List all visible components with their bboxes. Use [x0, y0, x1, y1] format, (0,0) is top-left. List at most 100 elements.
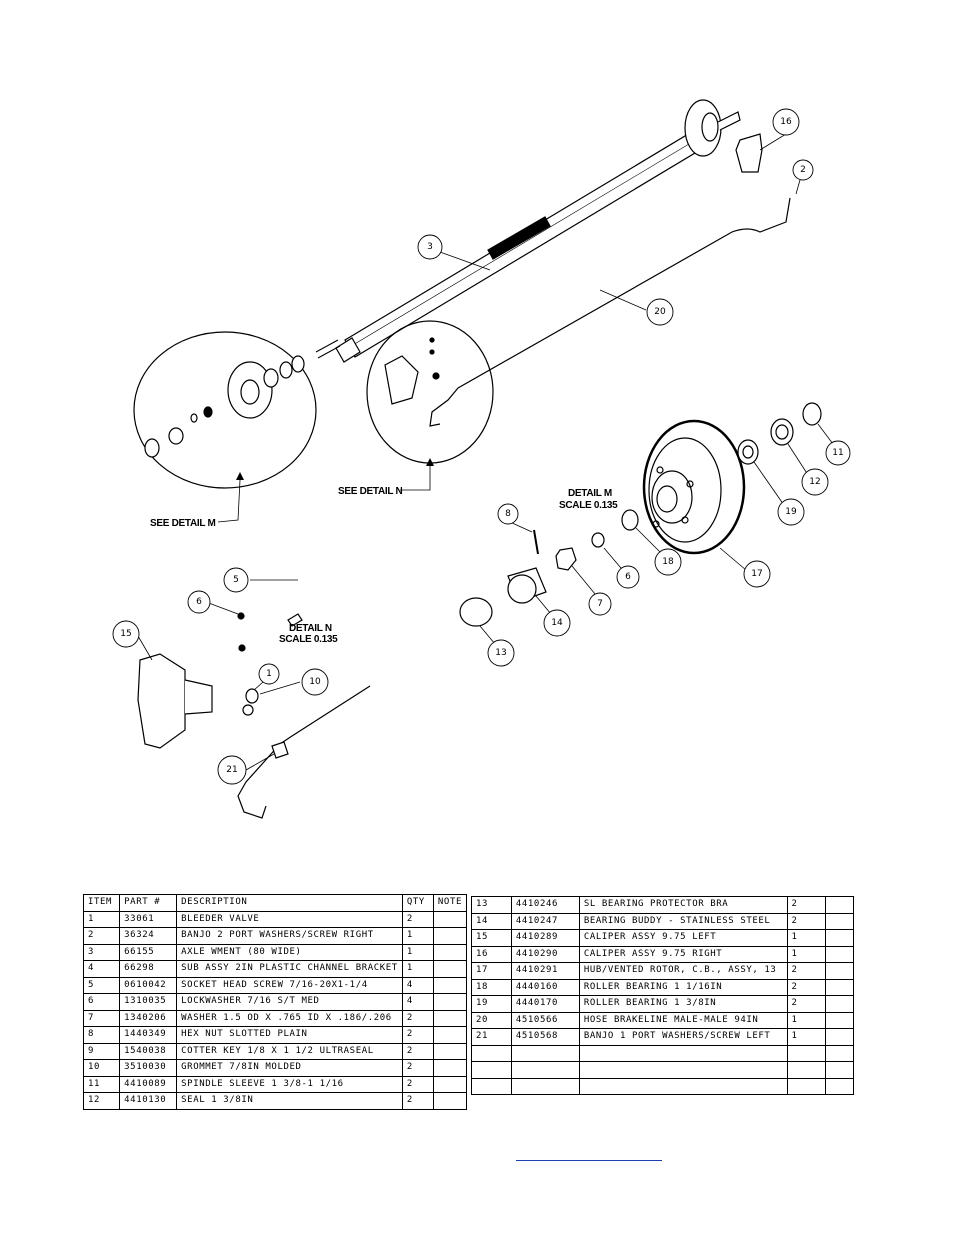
- callout-15: 15: [120, 629, 131, 639]
- cell-part: 3510030: [119, 1059, 178, 1077]
- see-detail-m-label: SEE DETAIL M: [150, 518, 215, 529]
- callout-bubble-13: [487, 639, 515, 667]
- cell-description: BEARING BUDDY - STAINLESS STEEL: [578, 912, 788, 930]
- cell-part: 4510566: [510, 1011, 580, 1029]
- cell-item: 1: [82, 910, 121, 928]
- cell-part: 66298: [119, 960, 178, 978]
- cell-note: [432, 1026, 468, 1044]
- cell-qty: 1: [786, 1028, 827, 1046]
- cell-description: HOSE BRAKELINE MALE-MALE 94IN: [578, 1011, 788, 1029]
- cell-part: [510, 1044, 580, 1062]
- cell-qty: 2: [401, 1042, 434, 1060]
- cell-item: 4: [82, 960, 121, 978]
- callout-bubble-16: [772, 108, 800, 136]
- header-item: ITEM: [82, 894, 121, 912]
- cell-note: [432, 927, 468, 945]
- protector-13: [459, 597, 493, 627]
- callout-bubble-18: [654, 548, 682, 576]
- cell-description: SUB ASSY 2IN PLASTIC CHANNEL BRACKET: [176, 960, 403, 978]
- cell-item: 6: [82, 993, 121, 1011]
- callout-11: 11: [832, 448, 843, 458]
- cell-description: AXLE WMENT (80 WIDE): [176, 943, 403, 961]
- cell-item: 16: [471, 945, 512, 963]
- cell-qty: [786, 1061, 827, 1079]
- cell-qty: 1: [786, 1011, 827, 1029]
- cell-qty: 2: [786, 912, 827, 930]
- see-detail-n-label: SEE DETAIL N: [338, 486, 402, 497]
- cell-part: 4410247: [510, 912, 580, 930]
- cell-note: [432, 943, 468, 961]
- cell-qty: 1: [786, 945, 827, 963]
- cell-note: [432, 1075, 468, 1093]
- callout-bubble-9: [497, 503, 519, 525]
- cell-note: [432, 960, 468, 978]
- cell-item: 14: [471, 912, 512, 930]
- cell-note: [825, 962, 854, 980]
- callout-bubble-19: [777, 498, 805, 526]
- callout-3: 3: [427, 242, 433, 252]
- cell-qty: [786, 1044, 827, 1062]
- header-qty: QTY: [401, 894, 434, 912]
- callout-2: 2: [800, 165, 806, 175]
- cell-part: 4510568: [510, 1028, 580, 1046]
- callout-bubble-5: [223, 567, 249, 593]
- callout-7: 6: [625, 572, 631, 582]
- callout-bubble-17: [743, 560, 771, 588]
- cell-part: 66155: [119, 943, 178, 961]
- callout-1: 1: [266, 669, 272, 679]
- cell-qty: 4: [401, 993, 434, 1011]
- callout-bubble-8: [588, 592, 612, 616]
- cell-note: [432, 1059, 468, 1077]
- cell-description: ROLLER BEARING 1 1/16IN: [578, 978, 788, 996]
- cell-item: 17: [471, 962, 512, 980]
- exploded-parts-drawing: 3 16 2 20 11 12 19 17 18 6 7 14 13 8 5 6…: [112, 99, 851, 819]
- cell-note: [825, 1077, 854, 1095]
- cell-description: CALIPER ASSY 9.75 RIGHT: [578, 945, 788, 963]
- callout-5: 5: [233, 575, 239, 585]
- cell-item: 3: [82, 943, 121, 961]
- cell-item: 9: [82, 1042, 121, 1060]
- cell-qty: 2: [401, 1009, 434, 1027]
- cell-description: [578, 1044, 788, 1062]
- detail-n-parts: [384, 337, 440, 405]
- cell-note: [432, 1042, 468, 1060]
- cell-part: 33061: [119, 910, 178, 928]
- hex-nut-8: [555, 547, 577, 571]
- callout-21: 21: [226, 765, 237, 775]
- brake-line: [429, 197, 791, 427]
- cell-item: 7: [82, 1009, 121, 1027]
- callout-14: 14: [551, 618, 563, 628]
- cell-description: SOCKET HEAD SCREW 7/16-20X1-1/4: [176, 976, 403, 994]
- cell-note: [825, 1011, 854, 1029]
- cell-description: HEX NUT SLOTTED PLAIN: [176, 1026, 403, 1044]
- cell-note: [432, 1092, 468, 1110]
- cell-item: 12: [82, 1092, 121, 1110]
- callout-bubble-10: [301, 668, 329, 696]
- cell-part: 4410291: [510, 962, 580, 980]
- callout-bubble-12: [801, 468, 829, 496]
- cell-description: COTTER KEY 1/8 X 1 1/2 ULTRASEAL: [176, 1042, 403, 1060]
- callout-17: 17: [751, 569, 762, 579]
- cell-qty: 2: [786, 962, 827, 980]
- cell-part: 36324: [119, 927, 178, 945]
- detail-m-circle: [133, 331, 317, 489]
- cell-qty: 1: [786, 929, 827, 947]
- cell-qty: 2: [786, 995, 827, 1013]
- callout-20: 20: [654, 307, 666, 317]
- cell-description: LOCKWASHER 7/16 S/T MED: [176, 993, 403, 1011]
- cell-note: [825, 896, 854, 914]
- callout-19: 19: [785, 507, 797, 517]
- detail-n-circle: [366, 320, 494, 464]
- footer-link[interactable]: [516, 1146, 662, 1161]
- callout-bubble-14: [543, 609, 571, 637]
